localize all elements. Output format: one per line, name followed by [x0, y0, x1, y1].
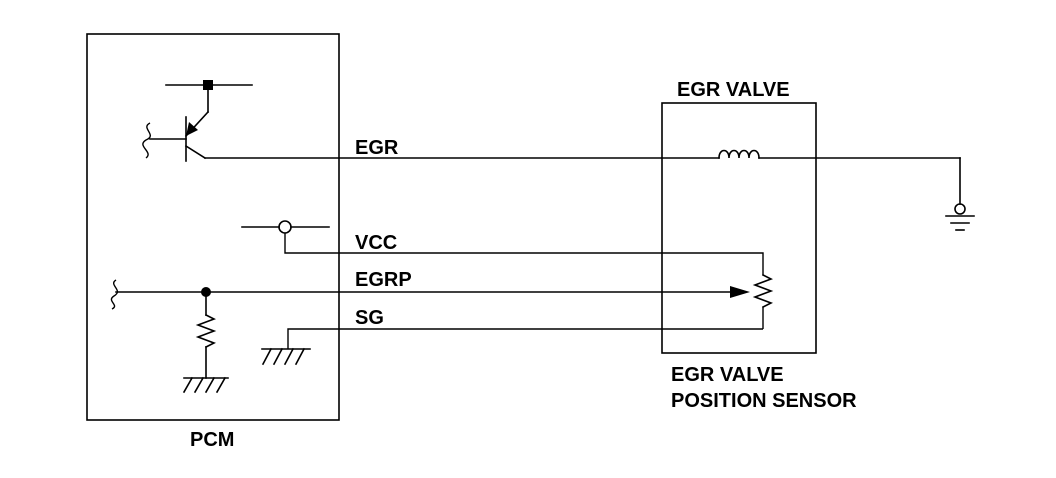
egr-valve-box	[661, 102, 817, 354]
egr-valve-label: EGR VALVE	[677, 79, 790, 101]
potentiometer-symbol	[752, 273, 774, 309]
sensor-label-line1: EGR VALVE	[671, 364, 784, 386]
pulldown-resistor	[195, 313, 217, 349]
pcm-label: PCM	[190, 429, 234, 451]
pcm-box	[86, 33, 340, 421]
transistor-symbol	[142, 80, 253, 162]
vcc-terminal	[241, 220, 330, 234]
sg-wire-label: SG	[355, 307, 384, 329]
sensor-label-line2: POSITION SENSOR	[671, 390, 857, 412]
egr-wire-label: EGR	[355, 137, 399, 159]
ground-symbol-pulldown	[182, 376, 229, 394]
solenoid-coil	[718, 149, 760, 159]
ground-symbol-sg	[261, 347, 311, 366]
sg-wire	[287, 328, 763, 349]
vcc-wire	[284, 233, 764, 275]
wiper-arrow	[730, 286, 750, 298]
egrp-wire-label: EGRP	[355, 269, 412, 291]
ground-symbol-right	[945, 203, 975, 231]
vcc-wire-label: VCC	[355, 232, 397, 254]
